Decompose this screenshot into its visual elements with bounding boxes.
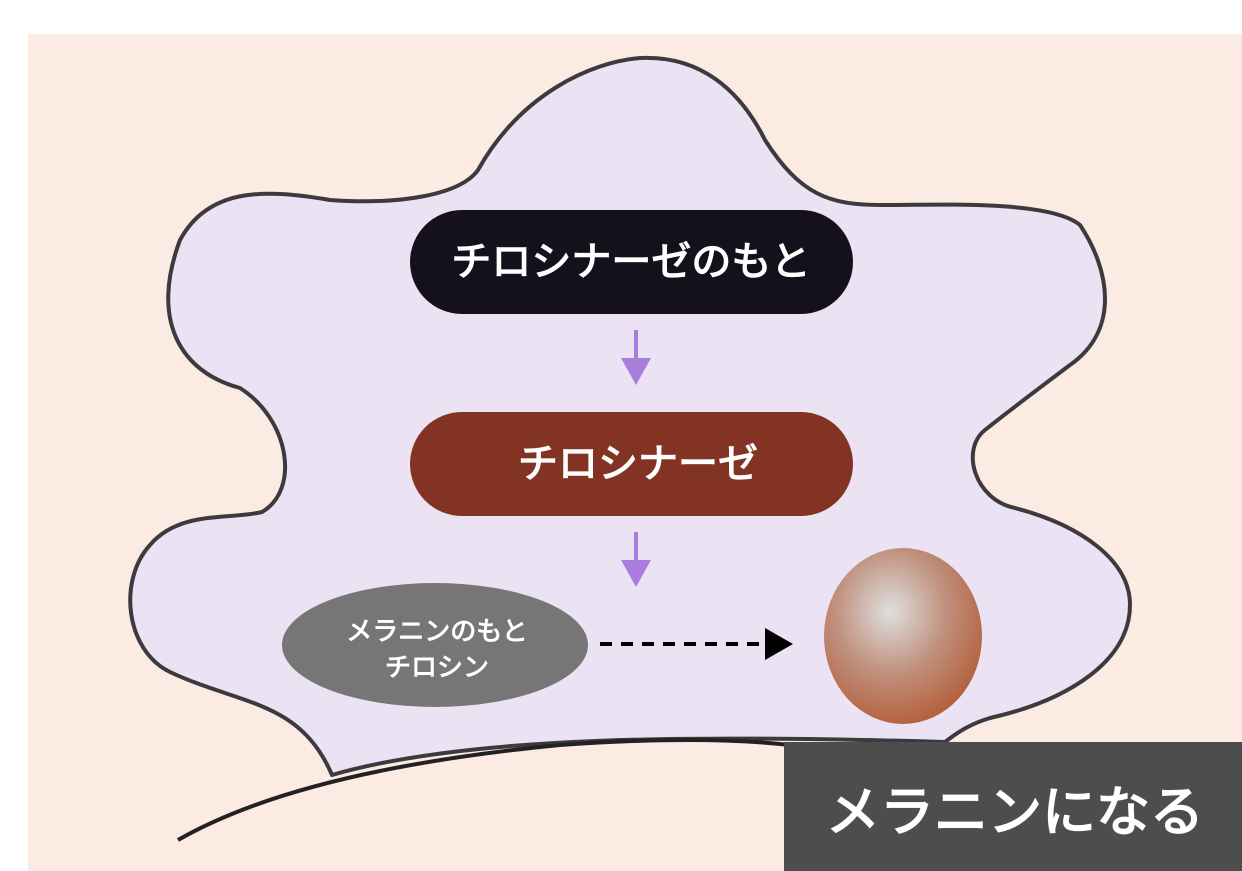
arrow-down-icon: [621, 532, 651, 587]
source-ellipse: [282, 583, 588, 707]
dashed-arrow-right-icon: [600, 628, 793, 660]
skin-surface-line: [177, 738, 791, 842]
result-caption-box: [784, 742, 1242, 871]
melanin-granule-icon: [824, 548, 982, 724]
step1-pill: [410, 210, 853, 314]
step1-label: チロシナーゼのもと: [451, 239, 810, 285]
arrow-down-icon: [621, 330, 651, 385]
step2-label: チロシナーゼ: [518, 441, 758, 487]
step2-pill: [410, 412, 853, 516]
source-label-line2: チロシン: [385, 653, 489, 683]
source-label-line1: メラニンのもと: [346, 617, 527, 647]
result-caption: メラニンになる: [826, 781, 1204, 844]
